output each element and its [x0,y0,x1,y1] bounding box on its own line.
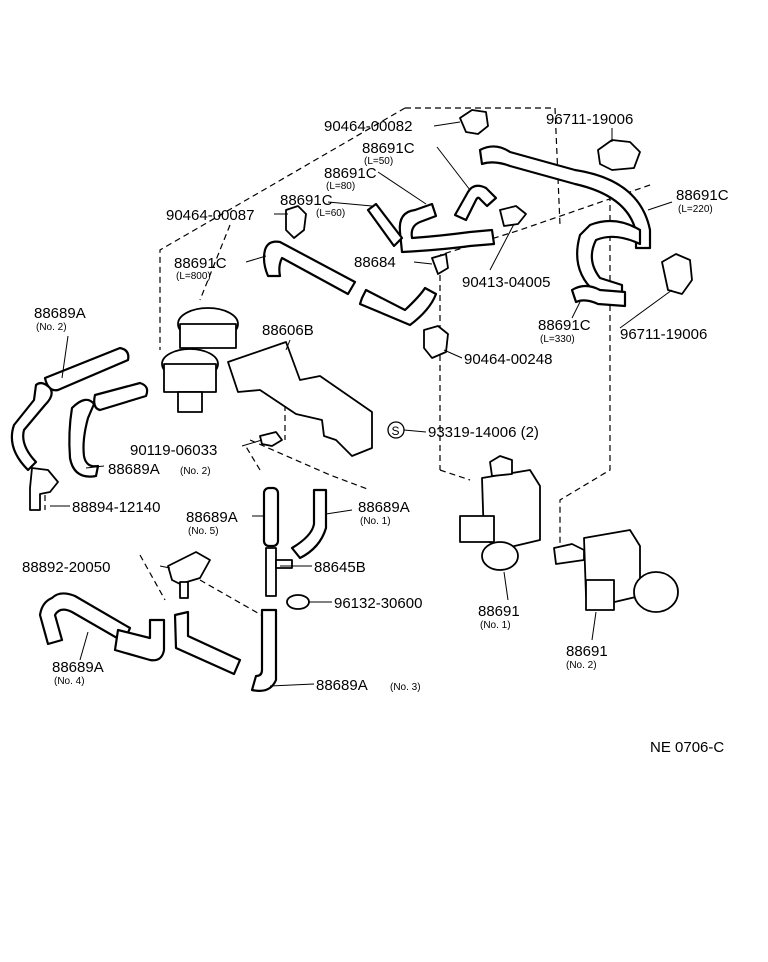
label-part-88894-12140: 88894-12140 [72,499,160,516]
hoses [10,145,652,692]
label-part-88691c-l60: 88691C [280,192,333,209]
tee-88645b [265,547,277,597]
label-part-88689a-no2-top: 88689A [34,305,86,322]
label-part-88689a-no2-mid: 88689A [108,461,160,478]
solenoid-88691-no2-connector [585,579,615,611]
label-part-96711-19006-top: 96711-19006 [546,111,633,128]
label-part-88689a-no4: 88689A [52,659,104,676]
clip-96711-19006-top [597,139,641,171]
bolt-90119-06033 [259,431,283,447]
tee-90413-04005 [499,205,527,227]
solenoid-88691-no1-coil [481,541,519,571]
label-part-88645b: 88645B [314,559,366,576]
label-part-88684: 88684 [354,254,396,271]
screw-symbol-letter: S [392,424,400,438]
label-note-l800: (L=800) [176,271,211,282]
clip-90464-00248 [423,325,449,359]
label-note-l220: (L=220) [678,204,713,215]
fittings [29,109,693,610]
hose-88689a-no4-end [113,618,166,662]
leader-lines [50,121,673,687]
label-part-88691c-l80: 88691C [324,165,377,182]
label-note-88691-no2: (No. 2) [566,660,597,671]
solenoid-valves [459,455,679,613]
label-part-88689a-no3: 88689A [316,677,368,694]
hose-88691c-l50 [453,184,498,222]
label-note-88689a-no3: (No. 3) [390,682,421,693]
label-note-l330: (L=330) [540,334,575,345]
hose-88691c-l330-lower [570,284,627,308]
solenoid-88691-no2-coil [633,571,679,613]
clip-90464-00082 [459,109,489,135]
label-part-88691-no1: 88691 [478,603,520,620]
screw-symbol: S [387,421,405,439]
label-part-88892-20050: 88892-20050 [22,559,110,576]
clip-90464-00087 [285,205,307,239]
label-part-88606b: 88606B [262,322,314,339]
hose-88691c-l220 [478,145,652,250]
label-part-88691c-l800: 88691C [174,255,227,272]
hose-88689a-no3 [173,610,242,676]
label-part-88689a-no1: 88689A [358,499,410,516]
vsv-body-upper [179,323,237,349]
vsv-stem [177,391,203,413]
actuator-bracket-assembly [161,307,373,457]
label-part-88689a-no5: 88689A [186,509,238,526]
hose-88689a-no1 [290,488,328,560]
solenoid-88691-no1-connector [459,515,495,543]
tee-88645b-branch [275,559,293,569]
label-note-l80: (L=80) [326,181,355,192]
label-part-88691c-l50: 88691C [362,140,415,157]
hose-88689a-no2-right [93,381,149,412]
clip-96711-19006-bottom [661,253,693,295]
label-part-93319-14006: 93319-14006 (2) [428,424,539,441]
diagram-code: NE 0706-C [650,739,724,756]
hose-88691c-l60 [366,202,404,248]
hose-88689a-no4 [38,592,132,646]
label-part-90119-06033: 90119-06033 [130,442,217,459]
label-note-88689a-no2-top: (No. 2) [36,322,67,333]
part-labels: 90464-00082 96711-19006 88691C (L=50) 88… [22,111,729,756]
label-part-90464-00082: 90464-00082 [324,118,412,135]
hose-88691c-l80 [398,202,496,254]
solenoid-88691-no1-top [489,455,513,477]
valve-88892-20050-stem [179,581,189,599]
connector-88684 [431,253,449,275]
label-part-88691-no2: 88691 [566,643,608,660]
label-part-90464-00087: 90464-00087 [166,207,254,224]
label-part-96711-19006-bottom: 96711-19006 [620,326,707,343]
hose-88689a-no3-right [250,608,278,692]
bracket-88606b [227,341,373,457]
label-note-88689a-no2-mid: (No. 2) [180,466,211,477]
clamp-96132-30600 [286,594,310,610]
hose-88689a-no2-left [10,381,53,472]
tee-88894-12140 [29,467,59,511]
label-note-88689a-no1: (No. 1) [360,516,391,527]
label-part-96132-30600: 96132-30600 [334,595,422,612]
label-note-88691-no1: (No. 1) [480,620,511,631]
hose-88689a-no2-upper [43,346,130,392]
solenoid-88691-no2-port [553,543,585,565]
hose-88691c-l330 [576,219,642,302]
vsv-body-lower [163,363,217,393]
label-note-l50: (L=50) [364,156,393,167]
label-note-l60: (L=60) [316,208,345,219]
hose-88689a-no2-mid [68,398,100,478]
label-part-88691c-l330: 88691C [538,317,591,334]
hose-88691c-l800 [262,240,357,296]
label-part-90464-00248: 90464-00248 [464,351,552,368]
hose-88691c-l800-lower [358,286,438,327]
hose-88689a-no5 [262,486,280,548]
valve-88892-20050 [167,551,211,585]
label-note-88689a-no4: (No. 4) [54,676,85,687]
label-note-88689a-no5: (No. 5) [188,526,219,537]
label-part-90413-04005: 90413-04005 [462,274,550,291]
label-part-88691c-l220: 88691C [676,187,729,204]
